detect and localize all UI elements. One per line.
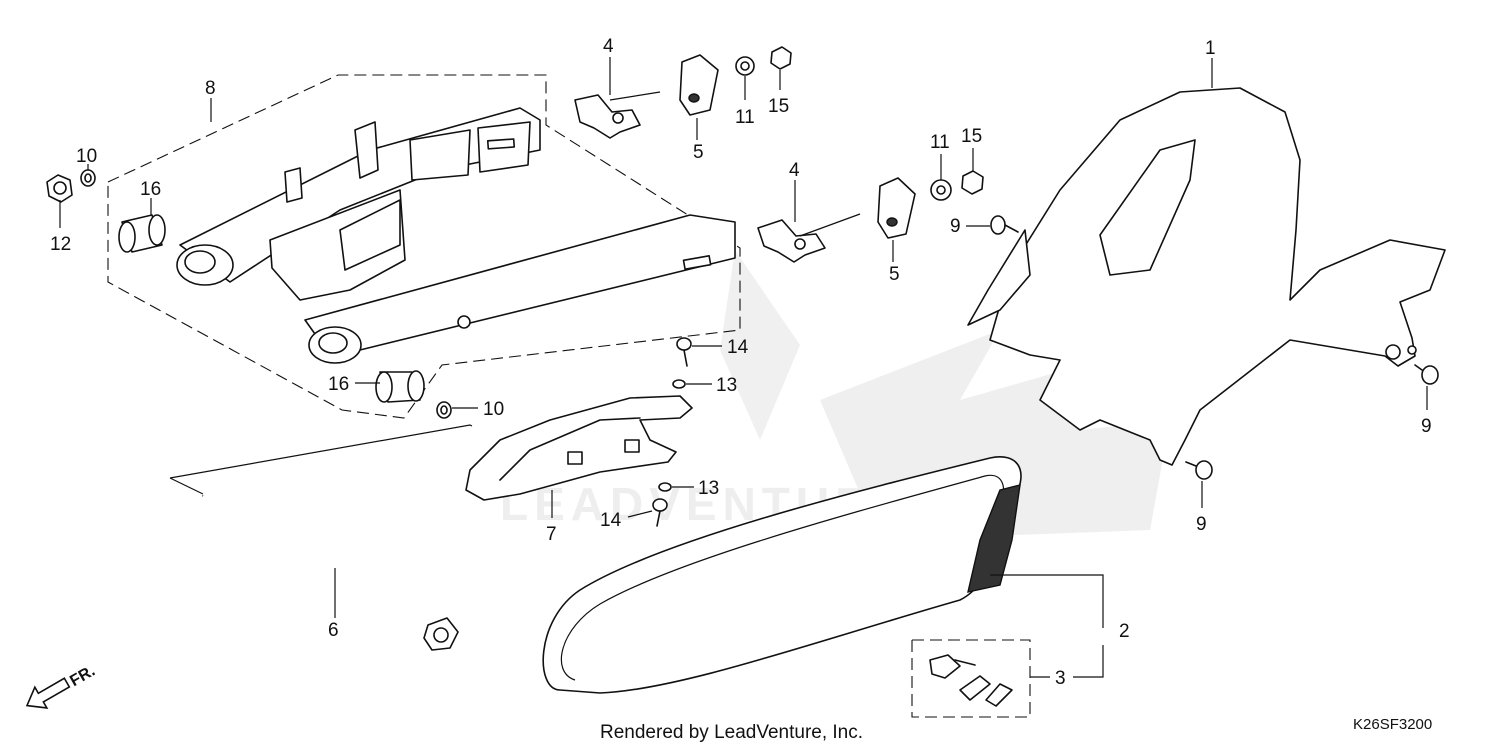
pivot-bolt [202, 494, 459, 651]
bushing-upper [118, 214, 166, 253]
master-link-group-outline [911, 639, 1031, 718]
nut-15-lower [961, 170, 984, 195]
washer-10-lower [436, 401, 452, 419]
callout-15-upper: 15 [768, 96, 789, 117]
callout-4-lower: 4 [789, 160, 800, 181]
callout-11-upper: 11 [735, 107, 755, 128]
nut-12 [46, 174, 73, 203]
screw-14-upper [676, 337, 692, 367]
chain-slider [465, 395, 693, 501]
master-link-parts [929, 654, 1013, 707]
rear-fender [967, 87, 1446, 466]
washer-11-upper [735, 56, 755, 76]
callout-1: 1 [1205, 38, 1216, 59]
callout-7: 7 [546, 524, 557, 545]
callout-14-lower: 14 [600, 510, 622, 531]
swingarm-group-outline [107, 74, 741, 419]
end-plate-5-lower [877, 177, 916, 239]
adjuster-plate-4-lower [757, 213, 861, 263]
screw-14-lower [652, 498, 668, 527]
arrow-left-icon [25, 677, 71, 709]
callout-11-lower: 11 [930, 132, 950, 153]
callout-10-upper: 10 [76, 146, 97, 167]
callout-5-lower: 5 [889, 264, 900, 285]
bolt-9-upper [990, 215, 1019, 235]
diagram-code: K26SF3200 [1353, 716, 1432, 733]
nut-13-lower [658, 482, 672, 492]
callout-9-upper: 9 [950, 216, 961, 237]
washer-10-upper [80, 169, 96, 187]
swingarm [176, 107, 736, 364]
callout-8: 8 [205, 78, 216, 99]
drive-chain [542, 456, 1022, 694]
bushing-lower [375, 370, 425, 403]
callout-9-right: 9 [1421, 416, 1432, 437]
bolt-9-right [1414, 364, 1439, 385]
callout-5-upper: 5 [693, 142, 704, 163]
direction-label: FR. [67, 663, 98, 691]
credit-text: Rendered by LeadVenture, Inc. [600, 722, 863, 743]
callout-15-lower: 15 [961, 126, 982, 147]
callout-2: 2 [1119, 621, 1130, 642]
callout-13-upper: 13 [716, 375, 737, 396]
callout-6: 6 [328, 620, 339, 641]
callout-labels: 1 2 3 4 5 4 5 6 7 8 9 9 9 10 10 11 15 11… [50, 36, 1432, 689]
callout-12: 12 [50, 234, 71, 255]
callout-14-upper: 14 [727, 337, 749, 358]
callout-4-upper: 4 [603, 36, 614, 57]
callout-16-upper: 16 [140, 179, 161, 200]
nut-13-upper [672, 379, 686, 389]
end-plate-5-upper [679, 54, 719, 116]
leader-lines [59, 57, 1428, 678]
adjuster-plate-4-upper [574, 91, 661, 139]
callout-16-lower: 16 [328, 374, 349, 395]
callout-3: 3 [1055, 668, 1066, 689]
nut-15-upper [770, 46, 792, 70]
front-direction-arrow: FR. [25, 663, 98, 709]
bolt-9-lower [1185, 460, 1213, 480]
callout-13-lower: 13 [698, 478, 719, 499]
callout-9-lower: 9 [1196, 514, 1207, 535]
washer-11-lower [930, 179, 952, 201]
callout-10-lower: 10 [483, 399, 504, 420]
